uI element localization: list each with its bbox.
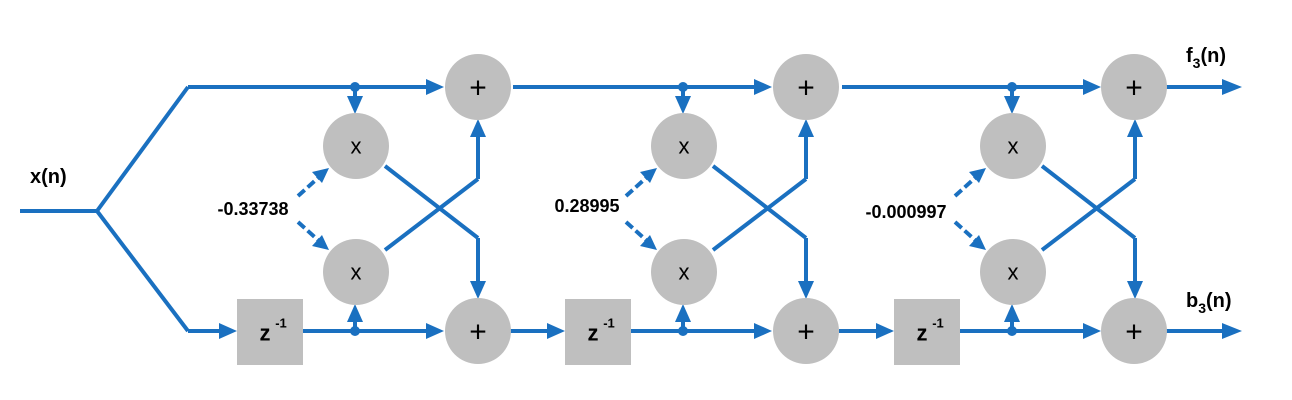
stage-2: [510, 79, 814, 339]
output-b-subscript: 3: [1198, 300, 1206, 316]
adder-symbol: +: [797, 72, 815, 105]
multiplier-symbol: x: [679, 134, 690, 159]
coefficient-label-3: -0.000997: [865, 202, 946, 222]
delay-block-1: z -1: [237, 299, 303, 365]
adder-symbol: +: [1125, 316, 1143, 349]
delay-exponent: -1: [275, 316, 287, 331]
delay-block-3: z -1: [894, 299, 960, 365]
output-f-subscript: 3: [1193, 55, 1201, 71]
multiplier-symbol: x: [351, 134, 362, 159]
adder-bottom-3: +: [1101, 298, 1167, 364]
delay-exponent: -1: [932, 316, 944, 331]
adder-symbol: +: [469, 72, 487, 105]
coefficient-label-1: -0.33738: [217, 199, 288, 219]
adder-symbol: +: [469, 316, 487, 349]
output-b-suffix: (n): [1206, 290, 1232, 312]
delay-exponent: -1: [603, 316, 615, 331]
multiplier-symbol: x: [1008, 134, 1019, 159]
adder-bottom-2: +: [773, 298, 839, 364]
input-branch: [20, 85, 190, 333]
adder-top-3: +: [1101, 54, 1167, 120]
delay-symbol: z: [917, 321, 928, 346]
multiplier-lower-2: x: [651, 239, 717, 305]
output-f-suffix: (n): [1200, 45, 1226, 67]
multiplier-lower-1: x: [323, 239, 389, 305]
output-lines: [1166, 79, 1242, 339]
multiplier-upper-1: x: [323, 113, 389, 179]
adder-top-1: +: [445, 54, 511, 120]
output-f-main: f: [1186, 45, 1193, 67]
delay-block-2: z -1: [565, 299, 631, 365]
adder-bottom-1: +: [445, 298, 511, 364]
multiplier-upper-2: x: [651, 113, 717, 179]
output-b-main: b: [1186, 290, 1198, 312]
output-b-label: b3(n): [1186, 290, 1232, 316]
input-label: x(n): [30, 166, 67, 188]
stage-3: [839, 79, 1143, 339]
delay-symbol: z: [588, 321, 599, 346]
multiplier-symbol: x: [351, 260, 362, 285]
stage-1: [188, 79, 486, 339]
multiplier-symbol: x: [679, 260, 690, 285]
output-f-label: f3(n): [1186, 45, 1226, 71]
adder-top-2: +: [773, 54, 839, 120]
delay-symbol: z: [260, 321, 271, 346]
adder-symbol: +: [797, 316, 815, 349]
multiplier-lower-3: x: [980, 239, 1046, 305]
coefficient-label-2: 0.28995: [554, 196, 619, 216]
multiplier-symbol: x: [1008, 260, 1019, 285]
adder-symbol: +: [1125, 72, 1143, 105]
multiplier-upper-3: x: [980, 113, 1046, 179]
